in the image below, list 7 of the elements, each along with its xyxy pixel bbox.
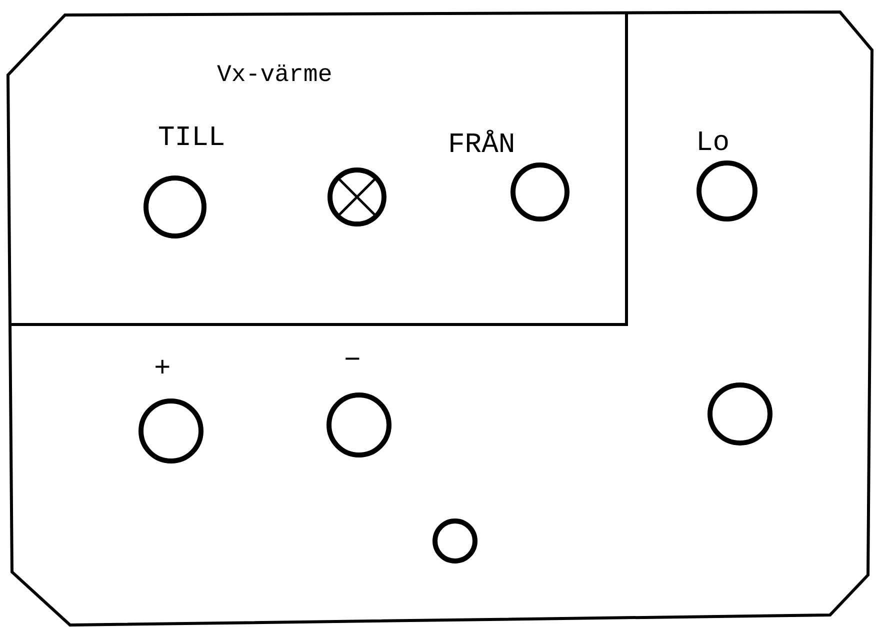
button-label: Lo — [696, 130, 730, 158]
button-label: + — [154, 356, 171, 384]
button-label: − — [344, 348, 361, 376]
section-frame — [10, 14, 628, 326]
button-label: TILL — [158, 125, 226, 153]
button-label: FRÅN — [448, 132, 516, 160]
section-heading: Vx-värme — [217, 64, 332, 88]
